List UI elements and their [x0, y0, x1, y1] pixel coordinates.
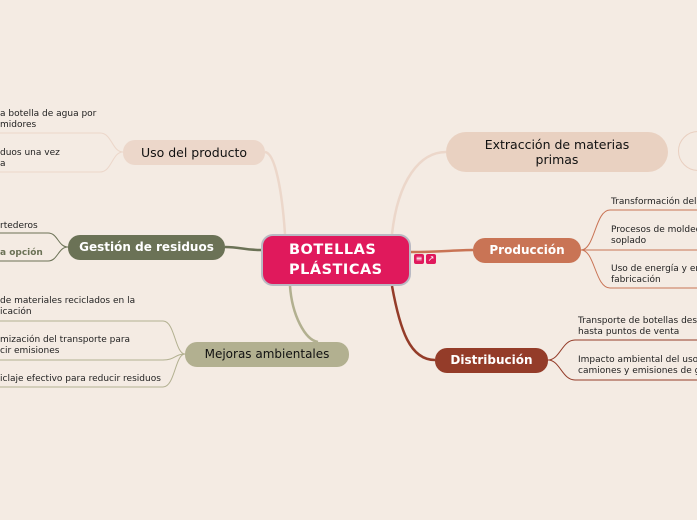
subtopic-distribucion-1[interactable]: Transporte de botellas desd hasta puntos… [578, 316, 697, 338]
topic-extraccion-line1: Extracción de materias [484, 137, 630, 152]
topic-distribucion[interactable]: Distribución [435, 348, 548, 373]
subtopic-line: mización del transporte para [0, 335, 131, 345]
topic-extraccion-line2: primas [535, 152, 579, 167]
notes-icon[interactable]: ≡ [414, 254, 424, 264]
subtopic-mejoras-1[interactable]: de materiales reciclados en la icación [0, 296, 135, 318]
subtopic-line: Procesos de moldeo [611, 225, 697, 235]
subtopic-gestion-1[interactable]: rtederos [0, 221, 38, 232]
subtopic-line: Transporte de botellas desd [578, 316, 697, 326]
subtopic-line: rtederos [0, 221, 38, 231]
subtopic-uso-1[interactable]: a botella de agua por midores [0, 109, 96, 131]
subtopic-line: Impacto ambiental del uso [578, 355, 697, 365]
central-title-line1: BOTELLAS [289, 242, 377, 258]
central-title-line2: PLÁSTICAS [289, 262, 383, 278]
subtopic-line: a opción [0, 248, 43, 258]
subtopic-line: hasta puntos de venta [578, 327, 680, 337]
link-icon[interactable]: ↗ [426, 254, 436, 264]
subtopic-line: midores [0, 120, 37, 130]
subtopic-uso-2[interactable]: duos una vez a [0, 148, 60, 170]
subtopic-line: Transformación del [611, 197, 697, 207]
topic-produccion[interactable]: Producción [473, 238, 581, 263]
subtopic-produccion-1[interactable]: Transformación del [611, 197, 697, 208]
subtopic-line: icación [0, 307, 32, 317]
subtopic-mejoras-2[interactable]: mización del transporte para cir emision… [0, 335, 130, 357]
subtopic-line: soplado [611, 236, 647, 246]
subtopic-line: Uso de energía y en [611, 264, 697, 274]
subtopic-line: duos una vez [0, 148, 60, 158]
central-topic[interactable]: BOTELLAS PLÁSTICAS [261, 234, 411, 286]
topic-extraccion[interactable]: Extracción de materias primas [446, 132, 668, 172]
subtopic-line: a botella de agua por [0, 109, 97, 119]
subtopic-line: a [0, 159, 6, 169]
subtopic-line: camiones y emisiones de g [578, 366, 697, 376]
subtopic-produccion-3[interactable]: Uso de energía y en fabricación [611, 264, 697, 286]
topic-gestion-de-residuos[interactable]: Gestión de residuos [68, 235, 225, 260]
subtopic-line: cir emisiones [0, 346, 60, 356]
topic-uso-del-producto[interactable]: Uso del producto [123, 140, 265, 165]
subtopic-distribucion-2[interactable]: Impacto ambiental del uso camiones y emi… [578, 355, 697, 377]
subtopic-line: iclaje efectivo para reducir residuos [0, 374, 161, 384]
subtopic-line: de materiales reciclados en la [0, 296, 136, 306]
subtopic-produccion-2[interactable]: Procesos de moldeo soplado [611, 225, 697, 247]
subtopic-gestion-2[interactable]: a opción [0, 248, 43, 259]
central-icons: ≡ ↗ [414, 254, 436, 264]
topic-mejoras-ambientales[interactable]: Mejoras ambientales [185, 342, 349, 367]
subtopic-line: fabricación [611, 275, 661, 285]
subtopic-mejoras-3[interactable]: iclaje efectivo para reducir residuos [0, 374, 161, 385]
